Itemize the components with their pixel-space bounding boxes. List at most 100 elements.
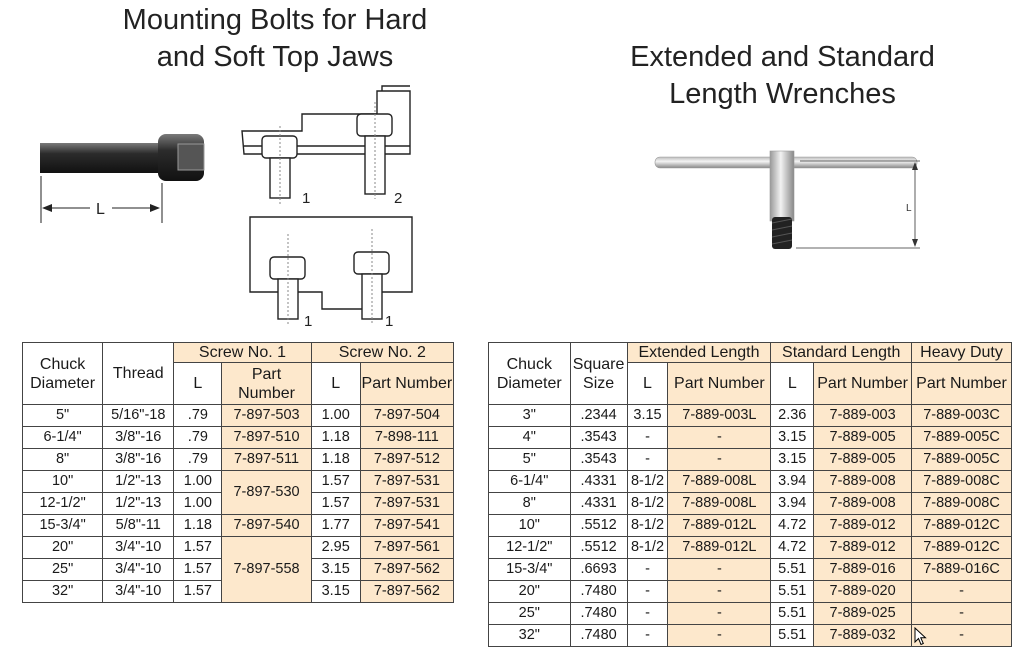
cell-chuck: 6-1/4" [21, 426, 104, 449]
cell-chuck: 15-3/4" [488, 558, 571, 581]
wrench-shaft [769, 150, 795, 222]
cell-screw1-l: 1.18 [173, 514, 223, 537]
cell-std-part: 7-889-012 [813, 514, 913, 537]
cell-screw1-part: 7-897-540 [221, 514, 312, 537]
cell-screw2-part: 7-897-504 [359, 404, 455, 427]
cell-ext-l: - [626, 624, 669, 647]
cell-screw2-part: 7-897-562 [359, 558, 455, 581]
col-head-std-part-number: Part Number [813, 362, 913, 405]
cell-std-l: 2.36 [770, 404, 815, 427]
cell-screw1-l: .79 [173, 426, 223, 449]
cell-screw1-l: 1.57 [173, 580, 223, 603]
cell-std-l: 5.51 [770, 558, 815, 581]
cell-screw2-part: 7-897-531 [359, 470, 455, 493]
cell-heavy-part: - [911, 602, 1012, 625]
table-row: 5" 5/16"-18 .79 7-897-503 1.00 7-897-504 [21, 404, 455, 427]
cell-ext-l: - [626, 448, 669, 471]
cell-heavy-part: 7-889-008C [911, 470, 1012, 493]
cell-chuck: 25" [21, 558, 104, 581]
col-head-heavy-part-number: Part Number [911, 362, 1012, 405]
cell-std-l: 5.51 [770, 602, 815, 625]
col-head-screw-no1: Screw No. 1 [173, 342, 312, 363]
col-head-heavy-duty: Heavy Duty [911, 342, 1012, 363]
wrenches-title-line2: Length Wrenches [669, 78, 896, 110]
hard-jaw-outline [241, 90, 411, 155]
cell-screw2-part: 7-897-562 [359, 580, 455, 603]
cell-screw2-l: 1.77 [310, 514, 361, 537]
cell-std-part: 7-889-016 [813, 558, 913, 581]
cell-std-l: 3.15 [770, 448, 815, 471]
cell-screw2-part: 7-897-512 [359, 448, 455, 471]
cell-heavy-part: 7-889-008C [911, 492, 1012, 515]
cell-std-part: 7-889-003 [813, 404, 913, 427]
cell-chuck: 32" [21, 580, 104, 603]
cell-thread: 3/8"-16 [102, 426, 175, 449]
cell-std-part: 7-889-005 [813, 426, 913, 449]
cell-chuck: 20" [21, 536, 104, 559]
cell-std-part: 7-889-008 [813, 470, 913, 493]
cell-std-l: 4.72 [770, 536, 815, 559]
wrenches-title: Extended and Standard Length Wrenches [590, 39, 975, 113]
cell-screw2-l: 3.15 [310, 558, 361, 581]
col-head-ext-l: L [626, 362, 669, 405]
cell-ext-part: - [667, 624, 772, 647]
cell-std-part: 7-889-012 [813, 536, 913, 559]
cell-screw1-part: 7-897-558 [221, 536, 312, 603]
cell-heavy-part: - [911, 580, 1012, 603]
cell-chuck: 15-3/4" [21, 514, 104, 537]
cell-screw1-part: 7-897-503 [221, 404, 312, 427]
cell-square: .3543 [569, 448, 628, 471]
cell-chuck: 8" [488, 492, 571, 515]
cell-screw1-l: 1.00 [173, 470, 223, 493]
cell-std-l: 3.94 [770, 492, 815, 515]
mounting-bolts-title-line2: and Soft Top Jaws [156, 41, 394, 73]
col-head-thread: Thread [102, 342, 175, 405]
cell-std-l: 5.51 [770, 580, 815, 603]
col-head-chuck-diameter: Chuck Diameter [21, 342, 104, 405]
cell-std-part: 7-889-005 [813, 448, 913, 471]
col-head-screw1-l: L [173, 362, 223, 405]
cell-std-part: 7-889-032 [813, 624, 913, 647]
cell-std-part: 7-889-025 [813, 602, 913, 625]
cell-screw2-l: 3.15 [310, 580, 361, 603]
cell-screw2-l: 2.95 [310, 536, 361, 559]
jaw-label-1c: 1 [385, 313, 393, 329]
jaw-label-2: 2 [394, 190, 402, 207]
cell-std-l: 3.94 [770, 470, 815, 493]
cell-screw2-l: 1.57 [310, 470, 361, 493]
table-row: 8" 3/8"-16 .79 7-897-511 1.18 7-897-512 [21, 448, 455, 471]
mounting-bolts-title: Mounting Bolts for Hard and Soft Top Jaw… [80, 2, 470, 76]
cell-ext-part: 7-889-012L [667, 514, 772, 537]
wrench-dim-label: L [906, 203, 912, 214]
cell-ext-l: - [626, 426, 669, 449]
table-row: 15-3/4" 5/8"-11 1.18 7-897-540 1.77 7-89… [21, 514, 455, 537]
top-jaws-illustration: 1 2 1 1 [241, 85, 413, 329]
cell-screw2-part: 7-898-111 [359, 426, 455, 449]
wrenches-table: Chuck Diameter Square Size Extended Leng… [488, 342, 1012, 647]
table-row: 32" 3/4"-10 1.57 3.15 7-897-562 [21, 580, 455, 603]
cell-heavy-part: 7-889-012C [911, 536, 1012, 559]
cell-square: .2344 [569, 404, 628, 427]
cell-chuck: 10" [488, 514, 571, 537]
cell-screw1-l: .79 [173, 448, 223, 471]
cell-thread: 5/8"-11 [102, 514, 175, 537]
col-head-screw-no2: Screw No. 2 [310, 342, 455, 363]
cell-ext-part: 7-889-003L [667, 404, 772, 427]
cell-ext-l: - [626, 602, 669, 625]
cell-heavy-part: 7-889-005C [911, 426, 1012, 449]
cell-chuck: 5" [488, 448, 571, 471]
cell-chuck: 4" [488, 426, 571, 449]
cell-chuck: 32" [488, 624, 571, 647]
cell-square: .4331 [569, 470, 628, 493]
table-row: 10" 1/2"-13 1.00 7-897-530 1.57 7-897-53… [21, 470, 455, 515]
col-head-standard-length: Standard Length [770, 342, 913, 363]
cell-thread: 1/2"-13 [102, 470, 175, 493]
cell-chuck: 12-1/2" [21, 492, 104, 515]
cell-ext-l: 8-1/2 [626, 514, 669, 537]
cell-screw1-l: .79 [173, 404, 223, 427]
cell-square: .7480 [569, 580, 628, 603]
